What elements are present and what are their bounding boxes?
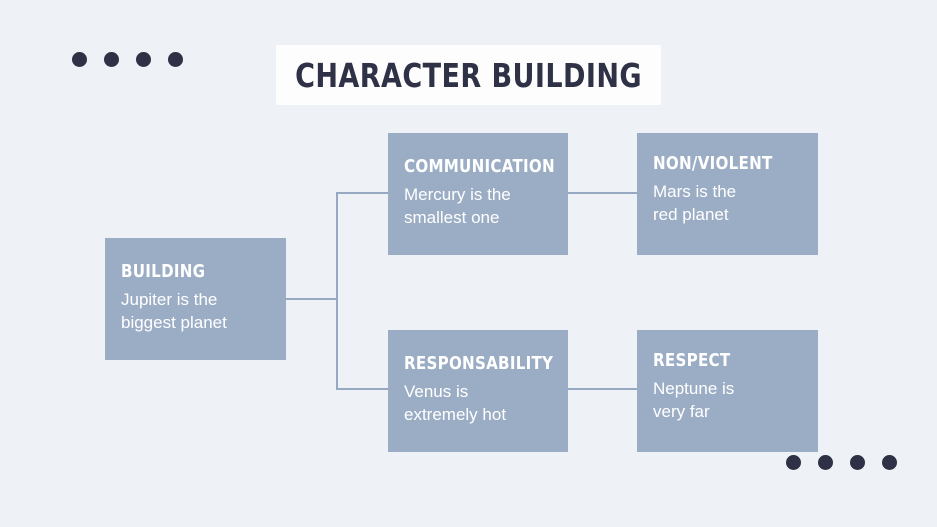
- connector-responsability-to-respect: [568, 388, 637, 390]
- dot-icon: [882, 455, 897, 470]
- dot-icon: [104, 52, 119, 67]
- node-communication-body: Mercury is the smallest one: [404, 185, 511, 227]
- connector-communication-to-nonviolent: [568, 192, 637, 194]
- node-building-body: Jupiter is the biggest planet: [121, 290, 227, 332]
- title-panel: CHARACTER BUILDING: [276, 45, 661, 105]
- connector-trunk-vertical: [336, 192, 338, 389]
- dot-icon: [72, 52, 87, 67]
- node-respect-body: Neptune is very far: [653, 378, 735, 421]
- decorative-dots-top-left: [72, 52, 183, 67]
- dot-icon: [136, 52, 151, 67]
- dot-icon: [786, 455, 801, 470]
- node-communication[interactable]: COMMUNICATION Mercury is the smallest on…: [388, 133, 568, 255]
- node-building[interactable]: BUILDING Jupiter is the biggest planet: [105, 238, 286, 360]
- connector-building-to-trunk: [286, 298, 336, 300]
- node-responsability[interactable]: RESPONSABILITY Venus is extremely hot: [388, 330, 568, 452]
- dot-icon: [168, 52, 183, 67]
- node-respect[interactable]: RESPECT Neptune is very far: [637, 330, 818, 452]
- connector-trunk-to-responsability: [336, 388, 388, 390]
- node-responsability-body: Venus is extremely hot: [404, 382, 507, 424]
- node-communication-title: COMMUNICATION: [404, 156, 555, 178]
- node-nonviolent-body: Mars is the red planet: [653, 181, 737, 224]
- dot-icon: [818, 455, 833, 470]
- node-building-title: BUILDING: [121, 261, 206, 283]
- dot-icon: [850, 455, 865, 470]
- node-nonviolent[interactable]: NON/VIOLENT Mars is the red planet: [637, 133, 818, 255]
- page-title: CHARACTER BUILDING: [295, 55, 642, 95]
- node-nonviolent-title: NON/VIOLENT: [653, 153, 773, 174]
- node-respect-title: RESPECT: [653, 350, 731, 371]
- connector-trunk-to-communication: [336, 192, 388, 194]
- decorative-dots-bottom-right: [786, 455, 897, 470]
- node-responsability-title: RESPONSABILITY: [404, 353, 554, 375]
